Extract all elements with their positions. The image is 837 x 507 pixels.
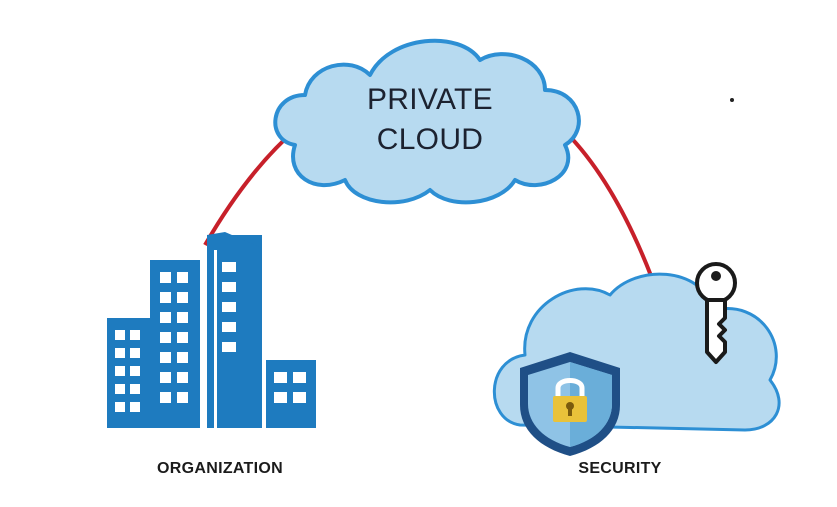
security-label: SECURITY — [578, 460, 662, 477]
key-icon — [695, 262, 737, 364]
dot — [730, 98, 734, 102]
private-cloud-icon — [273, 38, 581, 205]
cloud-title-line1: PRIVATE — [366, 83, 493, 116]
organization-label: ORGANIZATION — [157, 460, 283, 477]
building-icon — [107, 232, 316, 428]
cloud-title: PRIVATE CLOUD — [330, 80, 530, 160]
shield-lock-icon — [520, 352, 620, 456]
cloud-title-line2: CLOUD — [376, 123, 484, 156]
